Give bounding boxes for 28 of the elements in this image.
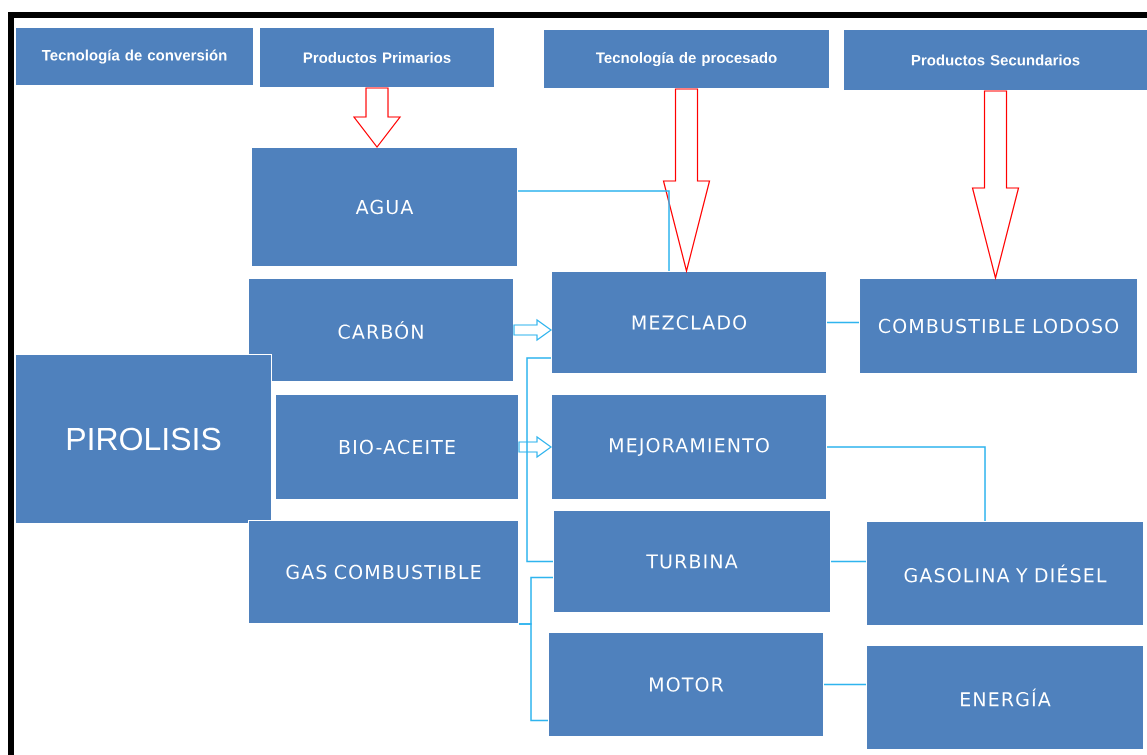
block-arrow (518, 435, 553, 459)
process-box: MOTOR (548, 632, 824, 737)
header-box: Tecnología de procesado (543, 29, 830, 89)
block-arrow (352, 87, 402, 148)
process-box: CARBÓN (248, 278, 514, 382)
connector-line (526, 357, 554, 563)
header-box: Productos Secundarios (843, 29, 1147, 91)
connector-line (517, 190, 670, 272)
process-box: BIO-ACEITE (275, 394, 519, 500)
connector-line (830, 560, 867, 563)
process-box: PIROLISIS (15, 354, 272, 524)
process-box: TURBINA (553, 510, 831, 613)
connector-line (826, 321, 860, 324)
connector-line (518, 623, 549, 722)
block-arrow (971, 90, 1020, 281)
header-box: Tecnología de conversión (15, 27, 254, 86)
process-box: GASOLINA Y DIÉSEL (866, 521, 1144, 626)
process-box: MEJORAMIENTO (551, 394, 827, 500)
process-box: MEZCLADO (551, 271, 827, 374)
connector-line (826, 446, 986, 522)
process-box: ENERGÍA (866, 645, 1144, 750)
block-arrow (513, 318, 553, 342)
header-box: Productos Primarios (259, 27, 495, 88)
block-arrow (662, 88, 711, 274)
process-box: AGUA (251, 147, 518, 267)
process-box: GAS COMBUSTIBLE (248, 520, 519, 624)
process-box: COMBUSTIBLE LODOSO (859, 278, 1138, 374)
connector-line (823, 683, 867, 686)
